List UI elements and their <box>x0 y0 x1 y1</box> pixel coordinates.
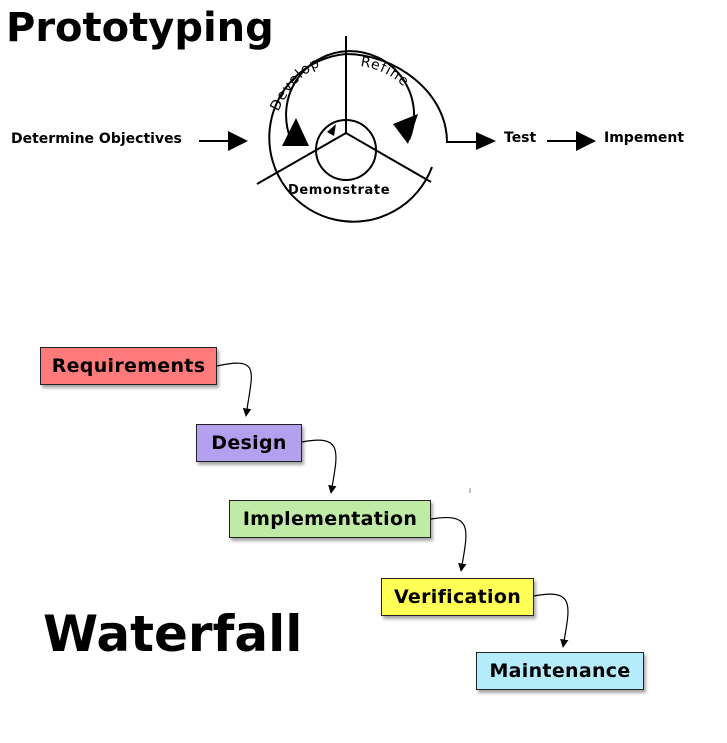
stage-verification: Verification <box>381 578 534 616</box>
middle-spiral <box>285 50 416 143</box>
outer-spiral-exit <box>345 53 478 143</box>
prototyping-title: Prototyping <box>6 5 274 51</box>
waterfall-title: Waterfall <box>43 605 303 663</box>
demonstrate-label: Demonstrate <box>288 183 391 198</box>
inner-arrowhead <box>327 124 336 136</box>
arrow-to-test <box>476 132 496 150</box>
stage-requirements: Requirements <box>40 347 217 385</box>
outer-spiral <box>268 53 433 223</box>
waterfall-connectors <box>216 362 569 648</box>
stage-implementation: Implementation <box>229 500 431 538</box>
arrow-to-implement <box>547 131 596 151</box>
stage-design: Design <box>196 424 302 462</box>
cycle-label-develop: Develop <box>267 55 322 114</box>
spoke-right <box>345 132 432 183</box>
test-label: Test <box>504 130 537 146</box>
connector-requirements-design <box>216 362 252 417</box>
develop-arrowhead <box>282 118 309 146</box>
implement-label: Impement <box>604 130 685 146</box>
refine-arrowhead <box>393 114 418 144</box>
connector-verification-maintenance <box>533 593 569 648</box>
arrow-to-cycle <box>199 131 248 151</box>
determine-objectives-label: Determine Objectives <box>11 131 182 147</box>
spoke-left <box>256 132 347 185</box>
connector-implementation-verification <box>430 517 467 572</box>
connector-design-implementation <box>301 439 337 494</box>
stage-maintenance: Maintenance <box>476 652 644 690</box>
